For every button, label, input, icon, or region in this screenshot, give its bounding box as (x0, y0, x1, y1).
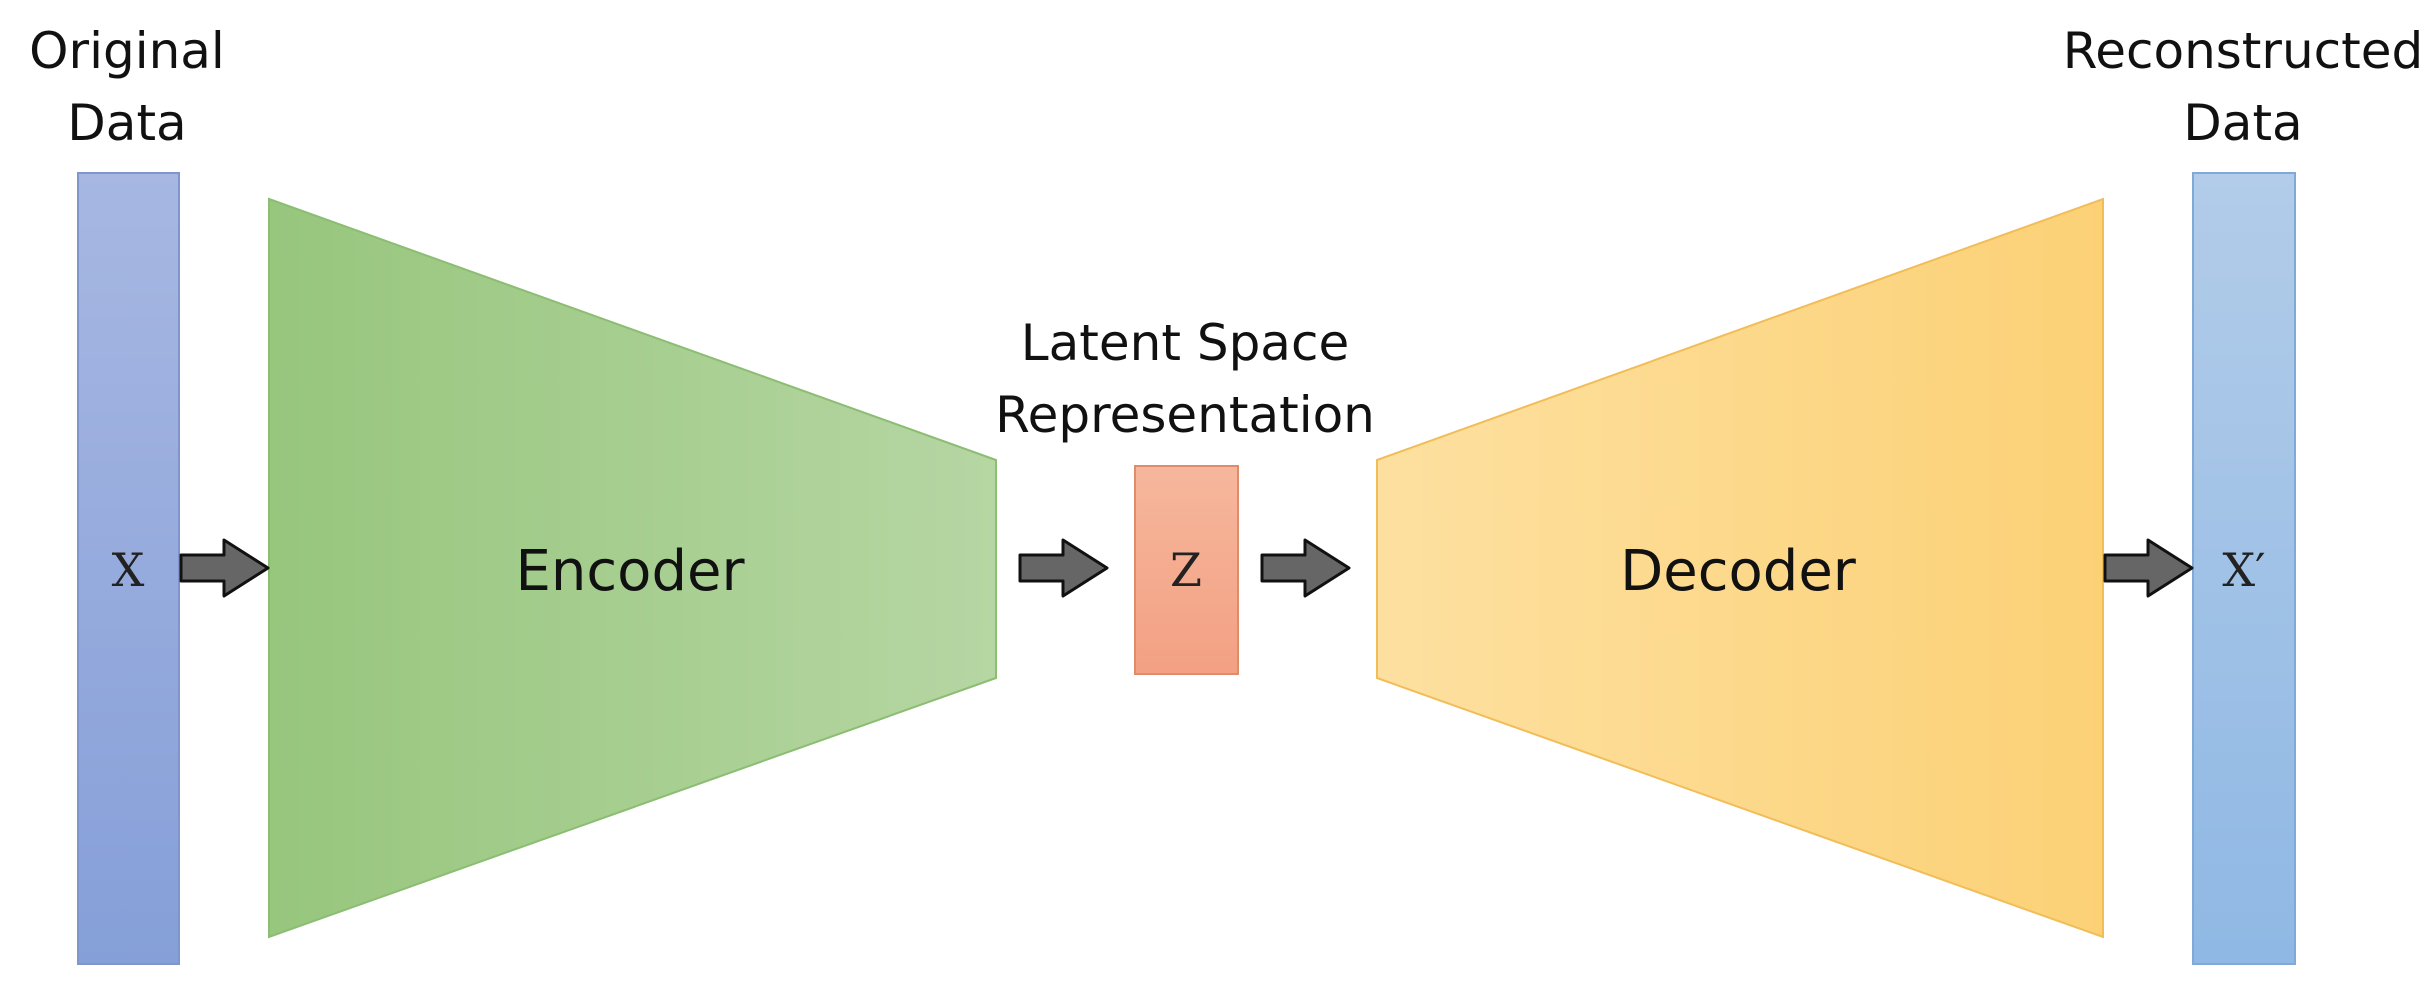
latent-label-line1: Latent Space (1021, 314, 1349, 372)
input-label-line2: Data (67, 94, 186, 152)
decoder-label: Decoder (1620, 539, 1857, 604)
output-label-line2: Data (2183, 94, 2302, 152)
latent-symbol: Z (1170, 543, 1202, 597)
input-label-line1: Original (29, 22, 225, 80)
output-label-line1: Reconstructed (2063, 22, 2424, 80)
latent-block (1134, 465, 1239, 675)
decoder-block (1376, 197, 2104, 939)
arrow-input-to-encoder (179, 538, 270, 598)
arrow-latent-to-decoder (1260, 538, 1351, 598)
encoder-label: Encoder (516, 539, 746, 604)
arrow-encoder-to-latent (1018, 538, 1109, 598)
input-symbol: X (112, 543, 145, 597)
latent-label-line2: Representation (995, 386, 1375, 444)
output-symbol: X′ (2222, 543, 2265, 597)
arrow-decoder-to-output (2103, 538, 2194, 598)
input-data-block (77, 172, 180, 965)
output-data-block (2192, 172, 2296, 965)
encoder-block (268, 197, 997, 939)
